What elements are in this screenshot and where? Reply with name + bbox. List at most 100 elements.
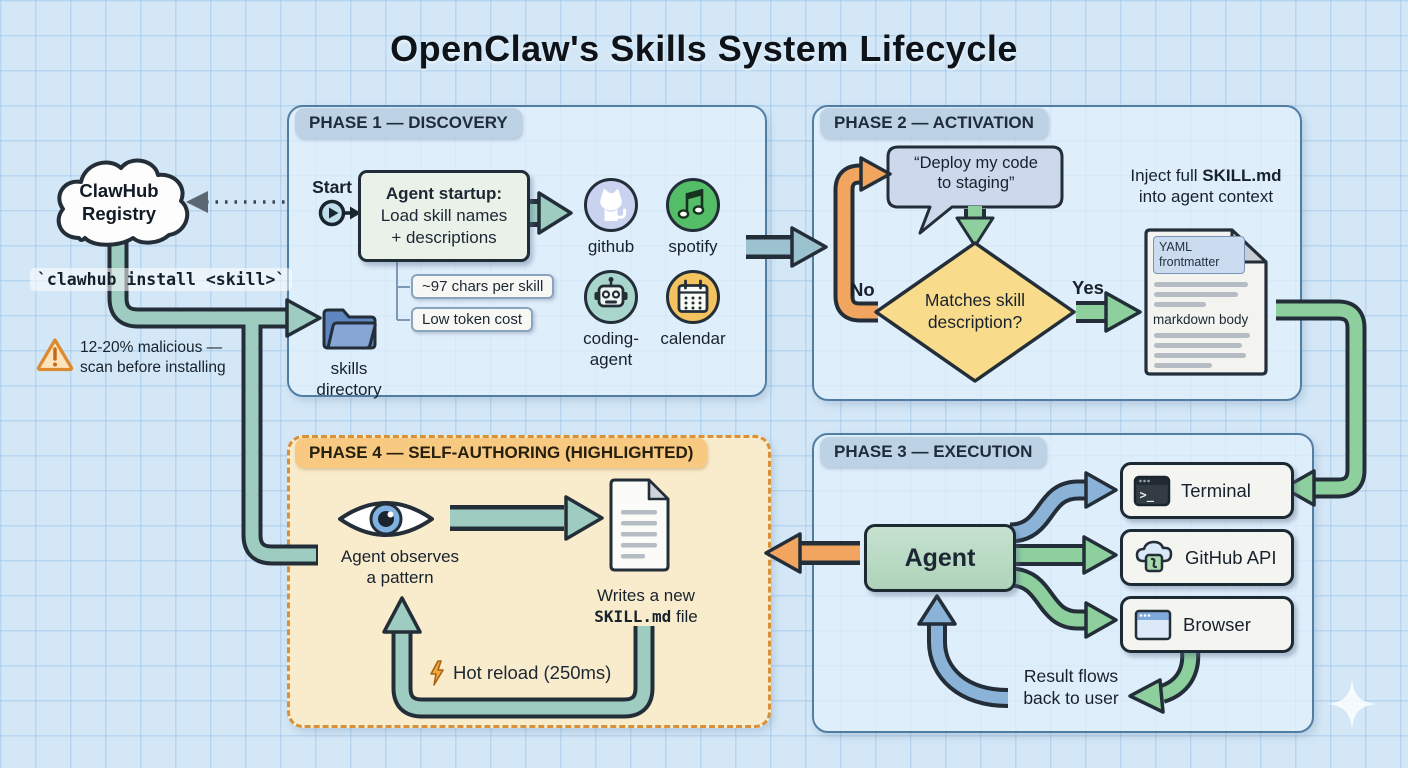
inject-caption: Inject full SKILL.md into agent context [1116, 165, 1296, 207]
skill-spotify [664, 176, 722, 239]
dotted-arrow-to-registry [186, 191, 286, 213]
github-cloud-icon [1135, 540, 1173, 572]
observe-line2: a pattern [366, 568, 434, 588]
pipe-registry-branch [107, 240, 322, 566]
inject-bold: SKILL.md [1202, 166, 1282, 185]
startup-line3: + descriptions [391, 227, 497, 247]
calendar-icon [666, 270, 720, 324]
cloud-icon [56, 158, 190, 247]
decision-diamond-shape [874, 241, 1076, 383]
folder-label-line1: skills [330, 359, 368, 378]
phase4-header: PHASE 4 — SELF-AUTHORING (HIGHLIGHTED) [295, 438, 708, 468]
eye-icon [338, 501, 434, 537]
no-label: No [850, 279, 875, 300]
decision-text: Matches skill description? [900, 290, 1050, 333]
lightning-bolt-icon [430, 660, 444, 686]
arrow-no-loop [833, 156, 892, 323]
tool-github-api: GitHub API [1120, 529, 1294, 586]
tool-browser: Browser [1120, 596, 1294, 653]
skill-md-document: YAML frontmatter markdown body [1142, 226, 1272, 378]
user-request-bubble-text: “Deploy my code to staging” [890, 153, 1062, 194]
arrow-phase1-to-phase2 [746, 226, 828, 268]
bubble-line1: “Deploy my code [914, 154, 1038, 172]
warning-triangle-icon [36, 338, 74, 372]
skill-calendar-label: calendar [660, 329, 726, 348]
folder-icon [322, 308, 377, 350]
folder-label-line2: directory [316, 380, 382, 400]
bubble-line2: to staging” [937, 174, 1015, 193]
result-caption: Result flows back to user [995, 666, 1147, 709]
observe-node [333, 494, 439, 549]
yaml-frontmatter-chip: YAML frontmatter [1153, 236, 1245, 274]
skill-github-label: github [587, 237, 635, 256]
arrow-agent-to-browser [1008, 566, 1118, 639]
pipe-hot-reload-loop [382, 596, 655, 719]
observe-line1: Agent observes [340, 547, 460, 566]
cloud-label-line1: ClawHub [79, 180, 159, 201]
skill-calendar [664, 268, 722, 331]
tool-terminal: >_ Terminal [1120, 462, 1294, 519]
hot-reload-caption: Hot reload (250ms) [428, 660, 611, 686]
terminal-icon: >_ [1133, 475, 1171, 506]
startup-line2: Load skill names [380, 206, 508, 226]
yes-label: Yes [1072, 277, 1104, 298]
writes-filename: SKILL.md [594, 607, 672, 627]
arrow-yes [1076, 291, 1142, 333]
markdown-body-label: markdown body [1153, 312, 1249, 327]
speech-bubble-shape [886, 145, 1064, 235]
result-line2: back to user [1023, 687, 1119, 708]
start-node [317, 198, 347, 233]
tag-low-token-cost: Low token cost [411, 307, 534, 332]
malicious-warning [36, 337, 74, 377]
arrow-startup-to-skills [526, 191, 573, 235]
phase4-panel [287, 435, 771, 728]
start-play-icon [318, 199, 346, 227]
tool-terminal-label: Terminal [1181, 479, 1251, 501]
pipe-doc-to-terminal [1276, 299, 1367, 507]
arrow-bubble-to-decision [955, 206, 995, 248]
warning-text-line1: 12-20% malicious — [80, 339, 223, 356]
decision-line1: Matches skill [924, 290, 1026, 310]
result-line1: Result flows [1023, 666, 1119, 686]
sparkle-icon [1327, 679, 1377, 729]
observe-caption: Agent observes a pattern [326, 546, 474, 588]
new-document-icon [609, 478, 670, 572]
coding-agent-icon [584, 270, 638, 324]
warning-text-line2: scan before installing [80, 359, 226, 377]
arrow-result-to-agent [917, 594, 1009, 708]
arrow-browser-to-result [1128, 650, 1201, 714]
github-icon [584, 178, 638, 232]
tag-chars-per-skill: ~97 chars per skill [411, 274, 555, 299]
decision-line2: description? [927, 311, 1023, 332]
clawhub-registry-cloud: ClawHub Registry [45, 148, 193, 256]
phase2-header: PHASE 2 — ACTIVATION [820, 108, 1048, 138]
tag-connector-lines [396, 256, 410, 321]
agent-startup-box: Agent startup: Load skill names + descri… [358, 170, 530, 262]
skills-directory-node [318, 297, 380, 358]
phase1-header: PHASE 1 — DISCOVERY [295, 108, 522, 138]
skill-coding-label-line1: coding- [583, 329, 639, 348]
phase3-header: PHASE 3 — EXECUTION [820, 437, 1047, 467]
spotify-icon [666, 178, 720, 232]
skill-github [582, 176, 640, 239]
hot-reload-label: Hot reload (250ms) [453, 662, 612, 683]
skill-spotify-label: spotify [668, 237, 718, 256]
skill-coding-label-line2: agent [589, 350, 633, 370]
arrow-eye-to-doc [450, 495, 604, 541]
browser-icon [1134, 609, 1172, 640]
install-command: `clawhub install <skill>` [30, 268, 293, 291]
terminal-prompt-glyph: >_ [1140, 488, 1155, 503]
writes-post: file [671, 607, 698, 627]
arrow-agent-to-github-api [1012, 535, 1118, 575]
cloud-label-line2: Registry [81, 202, 157, 224]
skill-coding-agent [582, 268, 640, 331]
new-skill-document [607, 476, 673, 579]
arrow-agent-to-terminal [1008, 471, 1118, 544]
inject-pre: Inject full [1130, 166, 1203, 185]
startup-line1: Agent startup: [385, 184, 503, 204]
inject-line2: into agent context [1138, 187, 1274, 207]
writes-caption: Writes a new SKILL.md file [568, 585, 724, 627]
tool-browser-label: Browser [1183, 613, 1251, 635]
